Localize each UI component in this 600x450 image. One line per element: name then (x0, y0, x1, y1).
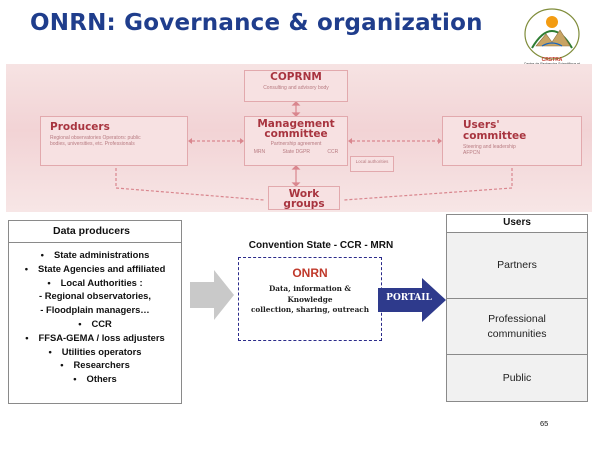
management-subtitle: Partnership agreement (270, 141, 322, 147)
governance-connectors (115, 101, 513, 201)
data-producers-list: State administrationsState Agencies and … (9, 243, 181, 386)
coprnm-subtitle: Consulting and advisory body (263, 85, 329, 91)
crstra-logo-icon (524, 8, 580, 60)
users-row-public: Public (447, 355, 587, 401)
producers-box: Producers Regional observatories Operato… (40, 116, 188, 166)
data-producer-item: State Agencies and affiliated (9, 262, 181, 276)
onrn-description: Data, information & Knowledge collection… (239, 284, 381, 316)
data-producer-item: CCR (9, 317, 181, 331)
data-producer-item: Local Authorities : (9, 276, 181, 290)
data-producers-title: Data producers (9, 221, 181, 243)
local-authorities-box: Local authorities (350, 156, 394, 172)
users-panel: Users Partners Professional communities … (446, 214, 588, 402)
gray-arrow-icon (190, 270, 234, 320)
portal-arrow-icon (378, 278, 446, 322)
member-mrn: MRN (253, 149, 266, 155)
member-state: State DGPR (282, 149, 311, 155)
producers-title: Producers (50, 121, 110, 133)
coprnm-title: COPRNM (270, 71, 322, 83)
onrn-desc-line-3: collection, sharing, outreach (250, 305, 370, 314)
users-row-partners: Partners (447, 233, 587, 299)
data-producer-item: State administrations (9, 248, 181, 262)
onrn-box: ONRN Data, information & Knowledge colle… (238, 257, 382, 341)
data-producer-item: - Floodplain managers… (40, 304, 150, 316)
data-producer-item: - Regional observatories, (38, 290, 151, 302)
convention-label: Convention State - CCR - MRN (248, 240, 394, 251)
users-committee-subtitle: Steering and leadership AFPCN (463, 144, 516, 156)
onrn-title: ONRN (292, 266, 328, 280)
management-committee-box: Management committee Partnership agreeme… (244, 116, 348, 166)
member-ccr: CCR (327, 149, 339, 155)
work-groups-title: Work groups (283, 188, 325, 210)
users-row-professional: Professional communities (447, 299, 587, 355)
page-number: 65 (540, 419, 549, 428)
portal-label: PORTAIL (386, 293, 432, 303)
data-producer-item: Utilities operators (9, 345, 181, 359)
onrn-desc-line-2: Knowledge (287, 294, 333, 304)
data-producers-box: Data producers State administrationsStat… (8, 220, 182, 404)
onrn-desc-line-1: Data, information & (268, 284, 352, 293)
management-members: MRN State DGPR CCR (245, 149, 347, 155)
logo-name: CRSTRA (541, 57, 563, 63)
data-producer-item: Others (9, 372, 181, 386)
management-title: Management committee (257, 118, 335, 140)
data-producer-item: FFSA-GEMA / loss adjusters (9, 331, 181, 345)
producers-subtitle: Regional observatories Operators: public… (50, 135, 141, 147)
users-title: Users (447, 215, 587, 233)
users-committee-box: Users' committee Steering and leadership… (442, 116, 582, 166)
page-title: ONRN: Governance & organization (30, 10, 483, 36)
work-groups-box: Work groups (268, 186, 340, 210)
users-committee-title: Users' committee (463, 119, 527, 142)
governance-panel: COPRNM Consulting and advisory body Prod… (6, 64, 592, 212)
coprnm-box: COPRNM Consulting and advisory body (244, 70, 348, 102)
data-producer-item: Researchers (9, 358, 181, 372)
